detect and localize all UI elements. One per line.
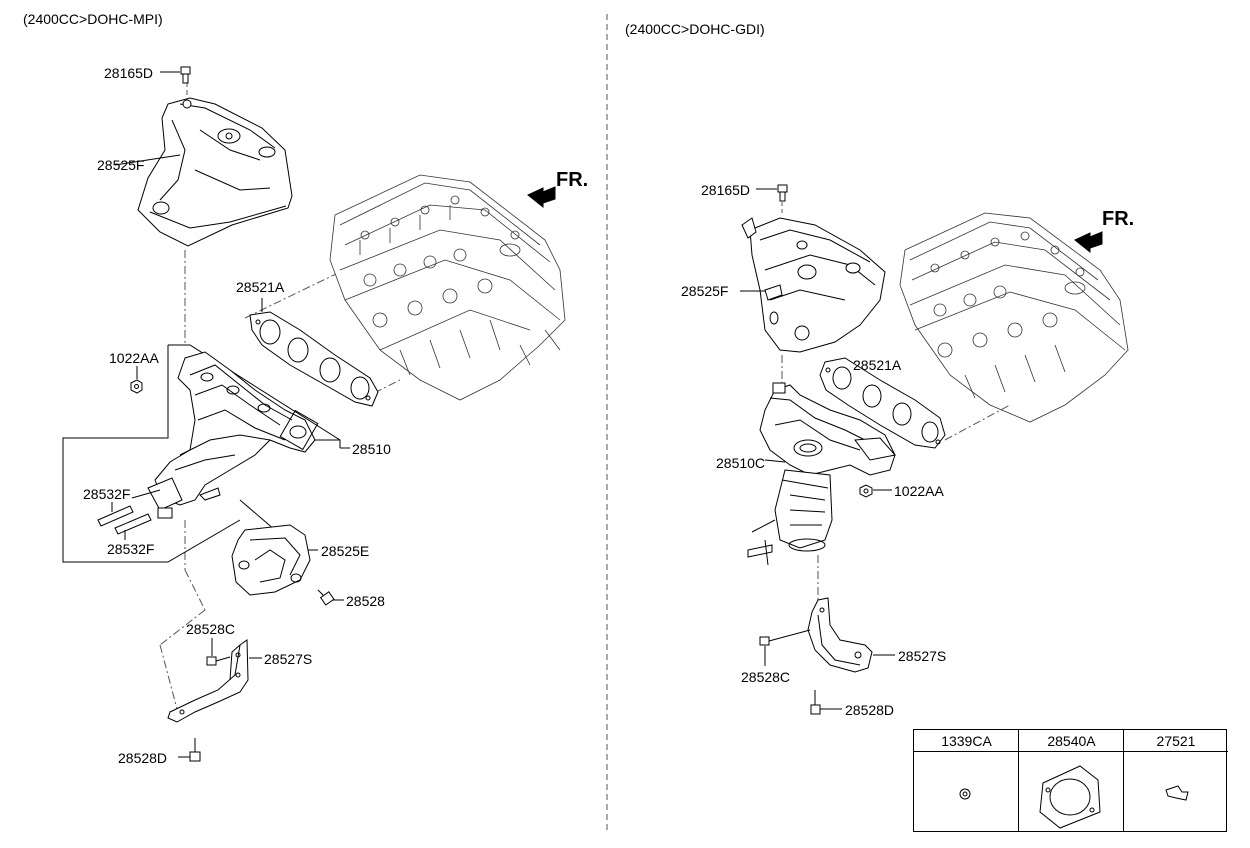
left-variant-title: (2400CC>DOHC-MPI) — [23, 11, 163, 27]
right-label-heat-shield-upper: 28525F — [681, 283, 729, 299]
left-exhaust-manifold-icon — [147, 351, 319, 519]
left-stud-28532f-icon — [97, 489, 161, 535]
left-bolt-28528c-icon — [206, 638, 231, 666]
right-label-bracket: 28527S — [898, 648, 947, 664]
plug-1339ca-icon — [959, 788, 971, 800]
left-label-stud-b: 28532F — [107, 541, 155, 557]
left-front-indicator: FR. — [556, 169, 589, 191]
right-bracket-28527s-icon — [807, 597, 895, 673]
left-label-bolt-lower: 28528 — [346, 593, 385, 609]
left-label-bolt-c: 28528C — [186, 621, 236, 637]
parts-table-header-rule — [914, 730, 1226, 752]
left-bracket-28527s-icon — [167, 639, 262, 723]
right-bolt-28528d-icon — [810, 690, 842, 715]
left-cylinder-head-icon — [329, 174, 566, 401]
left-label-manifold: 28510 — [352, 441, 391, 457]
left-label-stud-a: 28532F — [83, 486, 131, 502]
right-label-gasket: 28521A — [853, 357, 902, 373]
parts-table-divider — [1123, 730, 1124, 831]
right-label-bolt-top: 28165D — [701, 182, 751, 198]
right-label-bolt-d: 28528D — [845, 702, 895, 718]
left-front-arrow-icon — [527, 186, 556, 209]
right-bolt-28528c-icon — [759, 629, 811, 666]
right-variant-title: (2400CC>DOHC-GDI) — [625, 21, 765, 37]
right-front-indicator: FR. — [1102, 208, 1135, 230]
right-cylinder-head-icon — [899, 212, 1129, 423]
left-nut-1022aa-icon — [130, 366, 143, 394]
gasket-28540a-icon — [1039, 765, 1101, 829]
right-bolt-28165d-icon — [756, 184, 788, 202]
left-bolt-28528d-icon — [178, 738, 201, 762]
right-gasket-icon — [819, 357, 946, 449]
left-label-bracket: 28527S — [264, 651, 313, 667]
left-label-bolt-d: 28528D — [118, 750, 168, 766]
left-label-heat-shield-lower: 28525E — [321, 543, 370, 559]
clip-27521-icon — [1165, 785, 1189, 801]
parts-table-divider — [1018, 730, 1019, 831]
right-label-bolt-c: 28528C — [741, 669, 791, 685]
right-front-arrow-icon — [1074, 231, 1103, 254]
left-gasket-icon — [249, 311, 379, 407]
parts-table: 1339CA 28540A 27521 — [913, 729, 1228, 832]
right-label-nut: 1022AA — [894, 483, 944, 499]
left-label-gasket: 28521A — [236, 279, 285, 295]
left-lower-heat-shield-icon — [231, 524, 318, 596]
left-upper-heat-shield-icon — [114, 97, 293, 247]
left-label-bolt-top: 28165D — [104, 65, 154, 81]
right-upper-heat-shield-icon — [740, 217, 886, 353]
left-bolt-28165d-icon — [160, 66, 191, 84]
right-nut-1022aa-icon — [859, 484, 892, 498]
left-bolt-28528-icon — [317, 589, 344, 606]
right-exhaust-manifold-icon — [747, 382, 896, 566]
left-label-nut: 1022AA — [109, 350, 159, 366]
left-label-heat-shield-upper: 28525F — [97, 157, 145, 173]
right-label-manifold: 28510C — [716, 455, 766, 471]
